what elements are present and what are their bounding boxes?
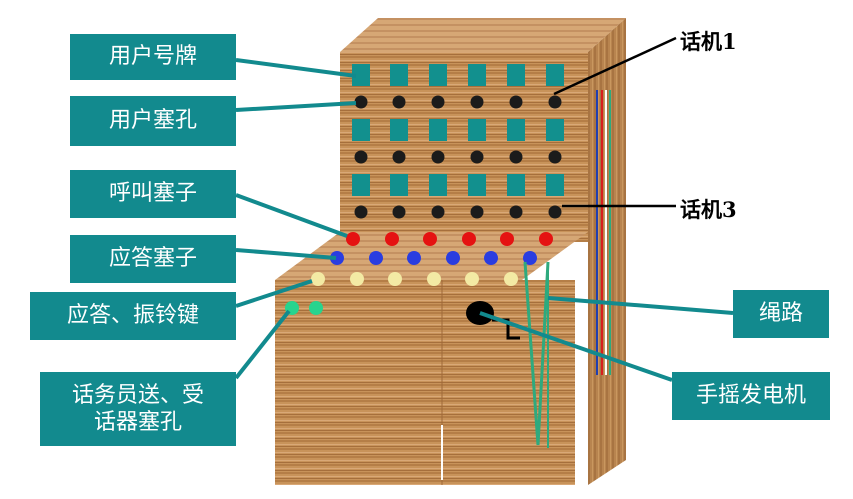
user-plate [546,119,564,141]
call-plug [385,232,399,246]
jack-panel [352,64,564,219]
operator-jack [309,301,323,315]
answer-ring-key [350,272,364,286]
user-jack [431,95,445,109]
user-jack [392,150,406,164]
user-plate [429,119,447,141]
leader-lines [234,58,734,382]
user-plate [429,64,447,86]
call-plug [500,232,514,246]
label-user-jack: 用户塞孔 [70,96,236,146]
user-jack [470,205,484,219]
user-plate [468,64,486,86]
label-operator-jack: 话务员送、受 话器塞孔 [40,372,236,446]
phone-leader-lines [553,36,677,208]
user-jack [431,205,445,219]
user-jack [509,95,523,109]
answer-ring-key [388,272,402,286]
label-phone-3: 话机3 [680,197,737,222]
answer-ring-key [465,272,479,286]
user-plate [390,119,408,141]
user-plate [468,174,486,196]
call-plug [346,232,360,246]
call-plug [462,232,476,246]
user-plate [507,119,525,141]
user-jack [354,95,368,109]
label-user-plate: 用户号牌 [70,34,236,80]
user-jack [392,95,406,109]
user-jack [354,150,368,164]
user-jack [392,205,406,219]
label-answer-ring-key: 应答、振铃键 [30,292,236,340]
label-hand-generator: 手摇发电机 [672,372,830,420]
answer-plug [407,251,421,265]
user-jack [354,205,368,219]
answer-plug [523,251,537,265]
answer-plug [369,251,383,265]
user-plate [352,64,370,86]
plug-rows [285,232,553,315]
answer-plug [446,251,460,265]
user-plate [468,119,486,141]
user-plate [429,174,447,196]
user-jack [509,205,523,219]
user-plate [352,119,370,141]
user-plate [352,174,370,196]
user-jack [548,205,562,219]
answer-ring-key [311,272,325,286]
label-call-plug: 呼叫塞子 [70,170,236,218]
label-cord: 绳路 [733,290,829,338]
answer-ring-key [427,272,441,286]
user-plate [507,64,525,86]
label-answer-plug: 应答塞子 [70,235,236,283]
user-jack [470,95,484,109]
label-phone-1: 话机1 [680,29,737,54]
user-jack [548,95,562,109]
call-plug [539,232,553,246]
user-plate [390,174,408,196]
user-plate [390,64,408,86]
answer-ring-key [504,272,518,286]
user-jack [548,150,562,164]
call-plug [423,232,437,246]
answer-plug [330,251,344,265]
user-jack [431,150,445,164]
user-jack [509,150,523,164]
answer-plug [484,251,498,265]
cord-lines [523,261,550,448]
user-jack [470,150,484,164]
user-plate [546,64,564,86]
user-plate [546,174,564,196]
user-plate [507,174,525,196]
